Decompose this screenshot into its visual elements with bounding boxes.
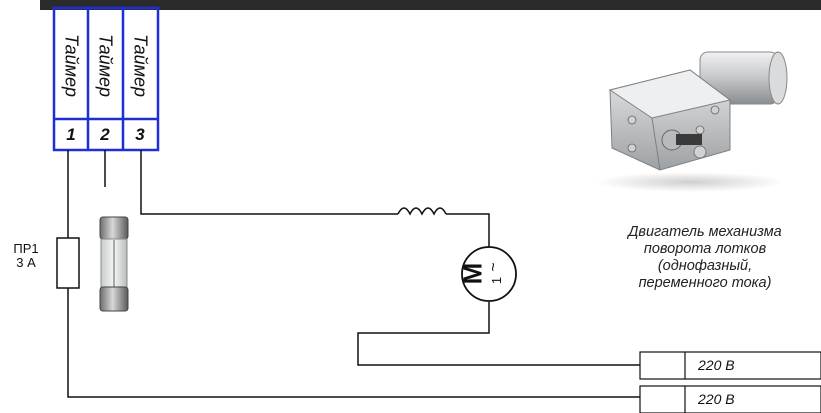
fuse-name: ПР1	[13, 241, 39, 256]
motor-caption-line-3: (однофазный,	[657, 258, 753, 274]
supply-box-1	[639, 351, 821, 380]
terminal-1: 1	[66, 125, 76, 144]
header-bar	[40, 0, 821, 10]
fuse-rating: 3 А	[16, 255, 36, 270]
motor-wave: ~	[485, 262, 503, 272]
wire-terminal-3	[140, 150, 398, 215]
motor-caption-line-1: Двигатель механизма	[628, 224, 782, 240]
timer-label-1: Таймер	[61, 33, 82, 97]
gear-motor-photo	[595, 51, 788, 192]
supply-label-1: 220 В	[698, 357, 735, 373]
supply-box-2	[639, 385, 821, 413]
motor-phase-count: 1	[489, 276, 505, 285]
motor-caption-line-2: поворота лотков	[643, 241, 767, 257]
wire-coil-to-motor	[446, 213, 490, 247]
inductor-coil	[397, 207, 447, 216]
supply-label-2: 220 В	[698, 391, 735, 407]
wire-terminal-1-lower	[67, 288, 640, 398]
glass-fuse-icon	[99, 216, 129, 312]
motor-letter: М	[457, 262, 488, 285]
timer-label-3: Таймер	[130, 33, 151, 97]
timer-block	[52, 6, 160, 152]
motor-symbol	[461, 246, 517, 302]
timer-label-2: Таймер	[95, 33, 116, 97]
fuse-pr1	[56, 237, 80, 289]
motor-caption-line-4: переменного тока)	[638, 275, 772, 291]
motor-caption: Двигатель механизма поворота лотков (одн…	[592, 224, 818, 292]
terminal-3: 3	[135, 125, 145, 144]
terminal-2: 2	[100, 125, 110, 144]
wire-motor-to-supply	[357, 302, 640, 366]
